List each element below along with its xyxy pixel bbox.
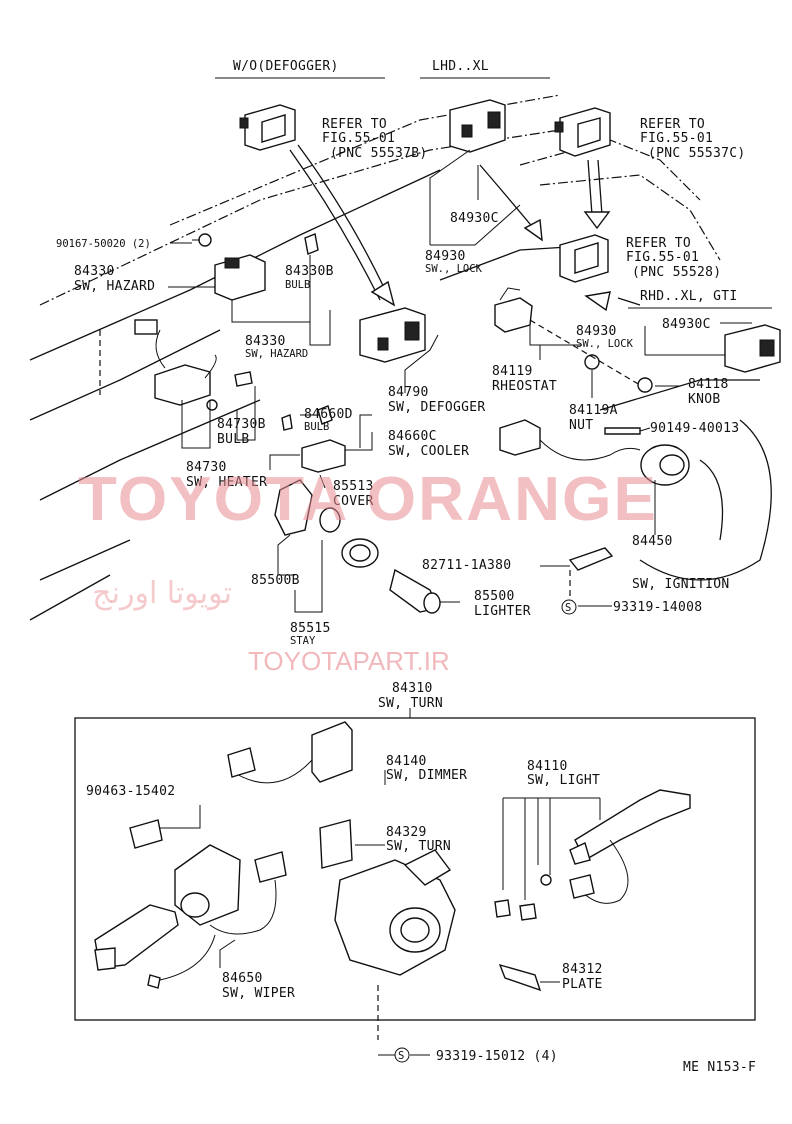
lighter-parts — [274, 479, 441, 614]
ref1-line1: REFER TO — [322, 117, 387, 132]
label-84330c-num: 84330 — [245, 334, 286, 349]
header-rhd-xl-gti: RHD..XL, GTI — [640, 289, 738, 304]
label-84930b-num: 84930 — [576, 324, 617, 339]
label-84660d-num: 84660D — [304, 407, 353, 422]
label-85515-num: 85515 — [290, 621, 331, 636]
label-84330a-num: 84330 — [74, 264, 115, 279]
label-84119a-num: 84119A — [569, 403, 618, 418]
label-84790-name: SW, DEFOGGER — [388, 400, 486, 415]
ref2-line1: REFER TO — [640, 117, 705, 132]
label-90463: 90463-15402 — [86, 784, 175, 799]
label-84329-num: 84329 — [386, 825, 427, 840]
label-85500-num: 85500 — [474, 589, 515, 604]
label-84140-name: SW, DIMMER — [386, 768, 467, 783]
ref1-line3: (PNC 55537B) — [330, 146, 428, 161]
label-85515-name: STAY — [290, 635, 316, 647]
refer-switch-1 — [239, 104, 296, 151]
s-symbol-a: S — [565, 602, 571, 614]
label-84118-name: KNOB — [688, 392, 721, 407]
ref2-line3: (PNC 55537C) — [648, 146, 746, 161]
leader-lines-upper — [168, 149, 752, 613]
refer-switch-3 — [554, 107, 611, 157]
ref2-line2: FIG.55-01 — [640, 131, 713, 146]
diagram-code: ME N153-F — [683, 1060, 756, 1075]
cooler-switch-parts — [281, 405, 346, 473]
label-84450-name: SW, IGNITION — [632, 577, 730, 592]
label-84730b-num: 84730B — [217, 417, 266, 432]
label-84140-num: 84140 — [386, 754, 427, 769]
label-84730b-name: BULB — [217, 432, 250, 447]
label-84930c-a: 84930C — [450, 211, 499, 226]
label-84310-name: SW, TURN — [378, 696, 443, 711]
label-group: W/O(DEFOGGER) LHD..XL RHD..XL, GTI REFER… — [56, 59, 772, 1075]
ref1-line2: FIG.55-01 — [322, 131, 395, 146]
label-84660c-name: SW, COOLER — [388, 444, 469, 459]
label-84660c-num: 84660C — [388, 429, 437, 444]
label-84650-name: SW, WIPER — [222, 986, 295, 1001]
label-84330b-name: BULB — [285, 279, 310, 291]
label-84730-num: 84730 — [186, 460, 227, 475]
label-85500b: 85500B — [251, 573, 300, 588]
turn-switch-parts — [94, 721, 691, 1056]
lock-switch-rhd — [724, 324, 781, 373]
label-90167: 90167-50020 (2) — [56, 238, 151, 250]
ref3-line2: FIG.55-01 — [626, 250, 699, 265]
turn-switch-frame — [74, 708, 756, 1021]
hazard-switch — [192, 233, 266, 301]
label-84660d-name: BULB — [304, 421, 329, 433]
bulb-84330b — [304, 233, 319, 255]
rheostat-parts — [494, 287, 653, 393]
watermark-arabic: تویوتا اورنج — [92, 576, 232, 611]
label-84312-num: 84312 — [562, 962, 603, 977]
label-84930b-name: SW., LOCK — [576, 338, 634, 350]
label-84930a-name: SW., LOCK — [425, 263, 483, 275]
label-84110-num: 84110 — [527, 759, 568, 774]
label-84730-name: SW, HEATER — [186, 475, 267, 490]
label-84330b-num: 84330B — [285, 264, 334, 279]
label-84329-name: SW, TURN — [386, 839, 451, 854]
label-84119-name: RHEOSTAT — [492, 379, 557, 394]
label-90149: 90149-40013 — [650, 421, 739, 436]
label-84312-name: PLATE — [562, 977, 603, 992]
ref3-line1: REFER TO — [626, 236, 691, 251]
label-84790-num: 84790 — [388, 385, 429, 400]
defogger-switch — [359, 307, 426, 363]
refer-switch-4 — [559, 234, 609, 283]
label-82711: 82711-1A380 — [422, 558, 511, 573]
label-84330c-name: SW, HAZARD — [245, 348, 308, 360]
label-84119a-name: NUT — [569, 418, 593, 433]
label-84330a-name: SW, HAZARD — [74, 279, 155, 294]
ref3-line3: (PNC 55528) — [632, 265, 721, 280]
label-84119-num: 84119 — [492, 364, 533, 379]
label-84450-num: 84450 — [632, 534, 673, 549]
arrows — [289, 144, 641, 312]
heater-switch — [134, 319, 253, 411]
label-85500-name: LIGHTER — [474, 604, 531, 619]
label-84310-num: 84310 — [392, 681, 433, 696]
label-85513-num: 85513 — [333, 479, 374, 494]
label-93319b: 93319-15012 (4) — [436, 1049, 558, 1064]
watermark-brand: TOYOTA ORANGE — [78, 465, 658, 534]
header-lhd-xl: LHD..XL — [432, 59, 489, 74]
refer-switch-2 — [449, 99, 506, 153]
header-wo-defogger: W/O(DEFOGGER) — [233, 59, 339, 74]
label-84930c-b: 84930C — [662, 317, 711, 332]
label-84118-num: 84118 — [688, 377, 729, 392]
ignition-switch — [499, 419, 690, 571]
s-symbol-b: S — [398, 1050, 404, 1062]
label-85513-name: COVER — [333, 494, 374, 509]
label-84650-num: 84650 — [222, 971, 263, 986]
label-84930a-num: 84930 — [425, 249, 466, 264]
label-93319a: 93319-14008 — [613, 600, 702, 615]
watermark-url: TOYOTAPART.IR — [248, 646, 450, 676]
watermark: TOYOTA ORANGE تویوتا اورنج TOYOTAPART.IR — [78, 465, 658, 676]
label-84110-name: SW, LIGHT — [527, 773, 600, 788]
